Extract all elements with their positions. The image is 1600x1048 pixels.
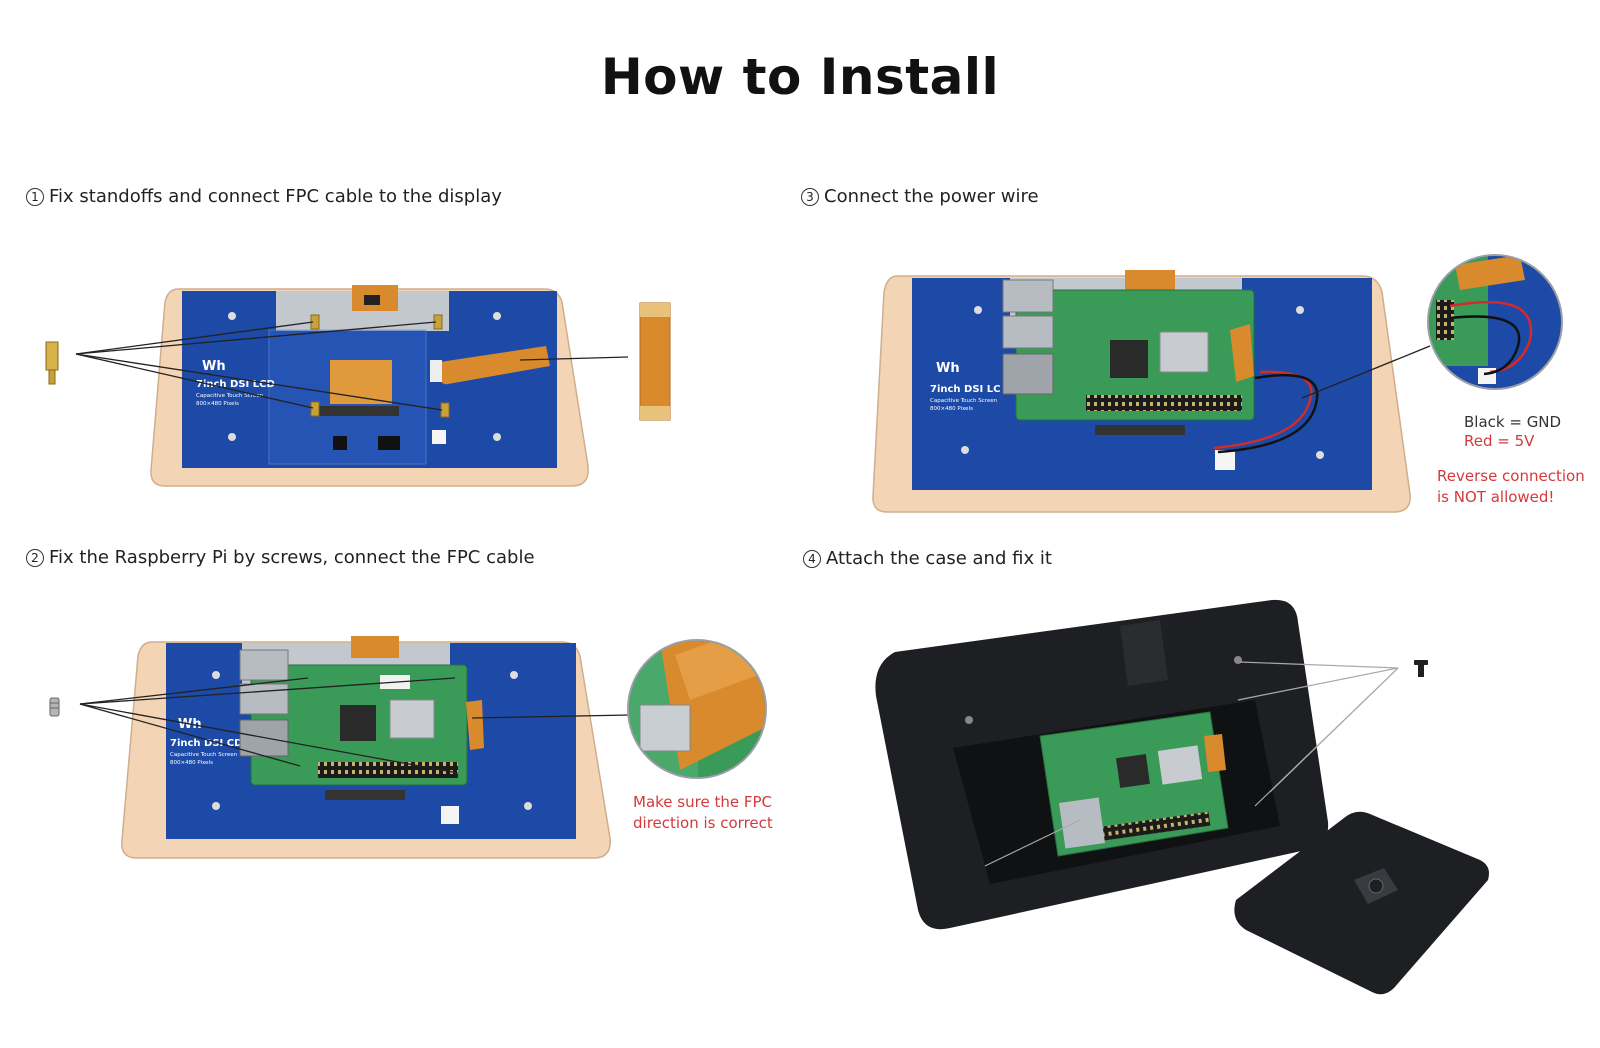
board-model-text: 7inch DSI LCD bbox=[196, 379, 275, 390]
fpc-direction-note-line-1: Make sure the FPC bbox=[633, 793, 772, 811]
step-2-number: 2 bbox=[26, 549, 44, 567]
step-4-text: Attach the case and fix it bbox=[826, 548, 1052, 569]
reverse-warning-line-1: Reverse connection bbox=[1437, 467, 1585, 485]
brand-logo-text: Wh bbox=[202, 359, 226, 374]
board-resolution-text: 800×480 Pixels bbox=[930, 406, 973, 412]
reverse-connection-warning: Reverse connection is NOT allowed! bbox=[1437, 466, 1585, 508]
board-subtitle-text: Capacitive Touch Screen bbox=[196, 393, 264, 399]
step-3-text: Connect the power wire bbox=[824, 186, 1039, 207]
step-4-label: 4 Attach the case and fix it bbox=[803, 548, 1052, 569]
board-resolution-text: 800×480 Pixels bbox=[170, 760, 213, 766]
fpc-cable-icon bbox=[639, 302, 671, 421]
brand-logo-text: Wh bbox=[936, 361, 960, 376]
standoff-icon bbox=[45, 341, 59, 385]
fpc-direction-note: Make sure the FPC direction is correct bbox=[633, 792, 773, 834]
board-model-text: 7inch DSI LC bbox=[930, 384, 1000, 395]
board-model-text: 7inch DSI CD bbox=[170, 738, 242, 749]
raspberry-pi-board bbox=[1002, 279, 1255, 421]
board-subtitle-text: Capacitive Touch Screen bbox=[930, 398, 998, 404]
step-3-label: 3 Connect the power wire bbox=[801, 186, 1039, 207]
fpc-detail-magnifier bbox=[627, 639, 767, 779]
screw-icon bbox=[49, 697, 60, 717]
raspberry-pi-board bbox=[1039, 711, 1229, 857]
step-1-illustration: Wh 7inch DSI LCD Capacitive Touch Screen… bbox=[45, 285, 671, 487]
step-4-number: 4 bbox=[803, 550, 821, 568]
page-title: How to Install bbox=[600, 48, 1000, 106]
step-3-number: 3 bbox=[801, 188, 819, 206]
step-2-text: Fix the Raspberry Pi by screws, connect … bbox=[49, 547, 535, 568]
wire-red-note: Red = 5V bbox=[1464, 432, 1535, 450]
step-2-illustration: Wh 7inch DSI CD Capacitive Touch Screen … bbox=[49, 636, 767, 859]
fpc-ribbon bbox=[438, 346, 550, 385]
fpc-direction-note-line-2: direction is correct bbox=[633, 814, 773, 832]
power-header-magnifier bbox=[1427, 254, 1563, 390]
step-1-label: 1 Fix standoffs and connect FPC cable to … bbox=[26, 186, 502, 207]
wire-black-note: Black = GND bbox=[1464, 413, 1562, 431]
power-wire-black bbox=[1217, 373, 1319, 454]
step-3-illustration: Wh 7inch DSI LC Capacitive Touch Screen … bbox=[872, 254, 1563, 513]
step-4-illustration bbox=[875, 599, 1489, 995]
step-1-number: 1 bbox=[26, 188, 44, 206]
raspberry-pi-board bbox=[239, 649, 484, 786]
step-2-label: 2 Fix the Raspberry Pi by screws, connect… bbox=[26, 547, 535, 568]
board-resolution-text: 800×480 Pixels bbox=[196, 401, 239, 407]
reverse-warning-line-2: is NOT allowed! bbox=[1437, 488, 1555, 506]
case-screw-icon bbox=[1414, 660, 1428, 677]
board-subtitle-text: Capacitive Touch Screen bbox=[170, 752, 238, 758]
step-1-text: Fix standoffs and connect FPC cable to t… bbox=[49, 186, 502, 207]
case-back-cover bbox=[1234, 811, 1489, 995]
